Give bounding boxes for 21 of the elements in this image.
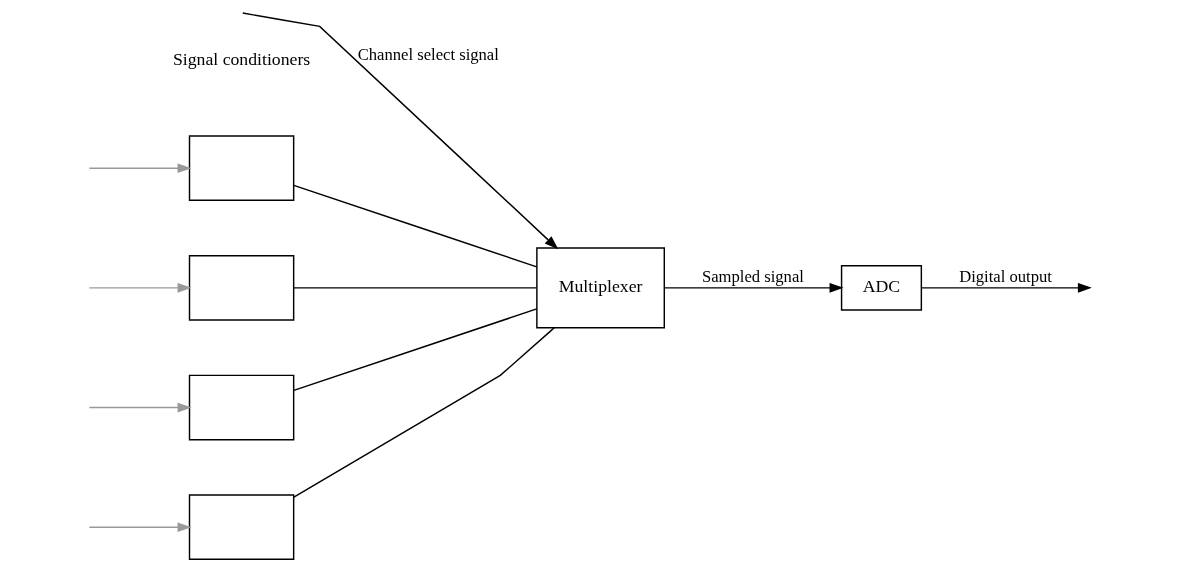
node-box: [188, 494, 294, 561]
node-box: [188, 255, 294, 321]
arrow: [241, 12, 558, 250]
connector: [292, 327, 555, 498]
arrow: [663, 282, 843, 293]
arrow: [88, 402, 191, 413]
connector: [292, 308, 537, 392]
node-box: [188, 374, 294, 441]
edge-label: Sampled signal: [701, 267, 804, 287]
arrow: [88, 163, 192, 174]
edge-label: Digital output: [958, 267, 1052, 287]
label: Signal conditioners: [172, 48, 310, 69]
node-box: [188, 135, 294, 202]
arrow: [920, 282, 1092, 293]
edge-label: Channel select signal: [357, 44, 499, 64]
node-box: ADC: [840, 264, 922, 311]
connector: [292, 287, 537, 289]
connector: [292, 184, 537, 268]
node-box: Multiplexer: [535, 247, 665, 329]
arrow: [88, 522, 192, 533]
arrow: [88, 282, 191, 293]
